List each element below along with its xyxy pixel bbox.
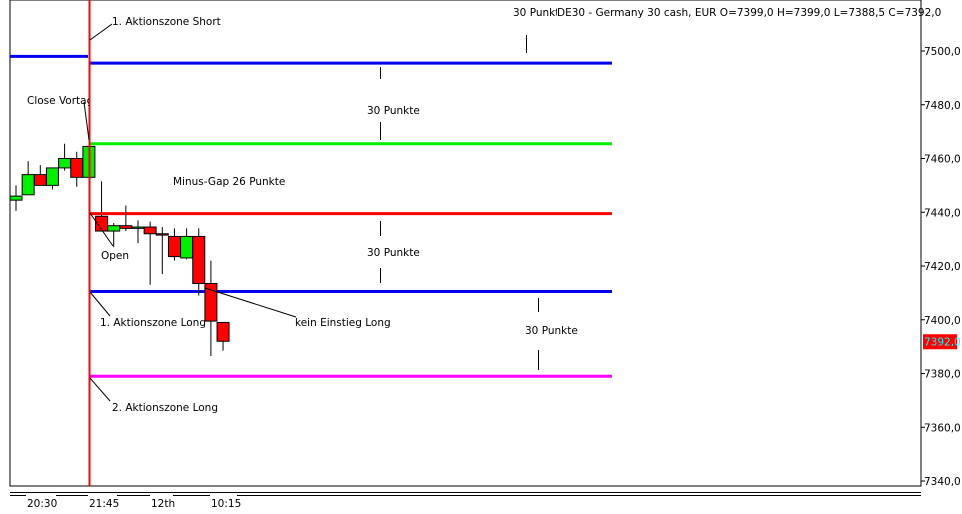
candle[interactable]: [216, 321, 230, 351]
candle[interactable]: [70, 151, 84, 187]
candles: [9, 143, 230, 357]
label-open[interactable]: Open: [101, 250, 129, 262]
candle-body: [70, 158, 84, 178]
price-tick-label: 7380,0: [924, 369, 961, 381]
current-price-label: 7392,0: [924, 336, 961, 348]
candle[interactable]: [33, 165, 47, 186]
candle[interactable]: [204, 260, 218, 357]
connector-short-zone: [89, 23, 113, 41]
candle[interactable]: [95, 181, 109, 232]
price-tick-label: 7420,0: [924, 261, 961, 273]
label-points[interactable]: 30 Punkte: [525, 325, 578, 337]
label-short-zone[interactable]: 1. Aktionszone Short: [112, 16, 221, 28]
annotation-connectors: [83, 23, 539, 402]
candle-body: [45, 167, 59, 186]
connector-open: [89, 212, 114, 247]
candle-body: [131, 226, 145, 229]
price-tick-label: 7500,0: [924, 46, 961, 58]
plot-frame: [9, 0, 922, 487]
candle[interactable]: [131, 220, 145, 244]
candle-body: [143, 226, 157, 235]
price-tick-label: 7480,0: [924, 100, 961, 112]
connector-long-zone-1: [89, 291, 111, 317]
label-close-prev[interactable]: Close Vortag: [27, 95, 93, 107]
candle[interactable]: [167, 228, 181, 261]
candle-body: [21, 174, 35, 196]
connector-long-zone-2: [89, 377, 111, 402]
candle-body: [9, 195, 23, 201]
price-tick-label: 7440,0: [924, 207, 961, 219]
price-tick-label: 7360,0: [924, 422, 961, 434]
time-axis[interactable]: 20:30 21:45 12th 10:15: [10, 492, 921, 511]
candle-body: [58, 158, 72, 169]
chart-title: DE30 - Germany 30 cash, EUR O=7399,0 H=7…: [557, 7, 941, 19]
candle[interactable]: [107, 223, 121, 248]
candle-body: [167, 235, 181, 258]
candle-body: [119, 225, 133, 229]
candle-body: [155, 233, 169, 236]
candle[interactable]: [155, 227, 169, 275]
candle-body: [216, 321, 230, 342]
label-points[interactable]: 30 Punkte: [367, 105, 420, 117]
time-label: 12th: [151, 498, 175, 510]
candle-body: [95, 215, 109, 232]
label-gap[interactable]: Minus-Gap 26 Punkte: [173, 176, 285, 188]
price-tick-label: 7460,0: [924, 154, 961, 166]
time-label: 20:30: [27, 498, 57, 510]
connector-no-entry: [204, 287, 297, 318]
label-long-zone-1[interactable]: 1. Aktionszone Long: [100, 317, 206, 329]
time-label: 21:45: [89, 498, 119, 510]
connector-close-prev: [83, 101, 90, 141]
candle[interactable]: [21, 161, 35, 196]
candle-body: [204, 282, 218, 322]
label-points[interactable]: 30 Punkte: [513, 7, 566, 19]
level-lines: [10, 54, 612, 378]
current-price-tag: [923, 334, 957, 350]
candle[interactable]: [58, 143, 72, 171]
candle[interactable]: [192, 228, 206, 296]
candle[interactable]: [180, 228, 194, 260]
candle-body: [192, 235, 206, 284]
label-long-zone-2[interactable]: 2. Aktionszone Long: [112, 402, 218, 414]
label-no-entry[interactable]: kein Einstieg Long: [295, 317, 391, 329]
price-tick-label: 7400,0: [924, 315, 961, 327]
price-axis[interactable]: 7500,0 7480,0 7460,0 7440,0 7420,0 7400,0 7380…: [921, 46, 961, 488]
time-label: 10:15: [211, 498, 241, 510]
price-tick-label: 7340,0: [924, 476, 961, 488]
candle[interactable]: [119, 205, 133, 232]
label-points[interactable]: 30 Punkte: [367, 247, 420, 259]
candle-body: [180, 235, 194, 259]
header-bg: [557, 2, 919, 18]
candle-body: [107, 225, 121, 232]
candle[interactable]: [143, 221, 157, 285]
candle[interactable]: [9, 185, 23, 211]
candle-body: [33, 174, 47, 186]
candle[interactable]: [45, 167, 59, 190]
